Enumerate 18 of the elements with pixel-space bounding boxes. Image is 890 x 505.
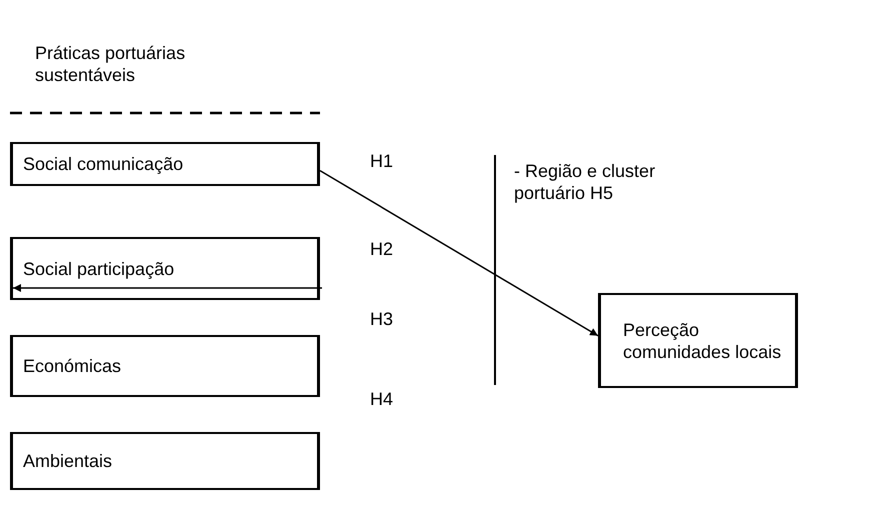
arrow bbox=[13, 284, 322, 292]
box-label: Perceção comunidades locais bbox=[623, 318, 782, 362]
box-label: Social comunicação bbox=[23, 153, 184, 175]
hypothesis-label: H1 bbox=[370, 150, 394, 172]
outcome-box bbox=[598, 293, 798, 388]
hypothesis-label: H2 bbox=[370, 238, 394, 260]
title: Práticas portuárias sustentáveis bbox=[35, 42, 186, 86]
construct-box bbox=[10, 142, 320, 186]
construct-box bbox=[10, 237, 320, 300]
box-label: Económicas bbox=[23, 355, 122, 377]
hypothesis-label: H3 bbox=[370, 308, 394, 330]
moderator-label: - Região e cluster portuário H5 bbox=[514, 160, 656, 204]
construct-box bbox=[10, 335, 320, 397]
arrow bbox=[320, 170, 598, 336]
box-label: Ambientais bbox=[23, 450, 112, 472]
hypothesis-label: H4 bbox=[370, 388, 394, 410]
box-label: Social participação bbox=[23, 258, 174, 280]
construct-box bbox=[10, 432, 320, 490]
